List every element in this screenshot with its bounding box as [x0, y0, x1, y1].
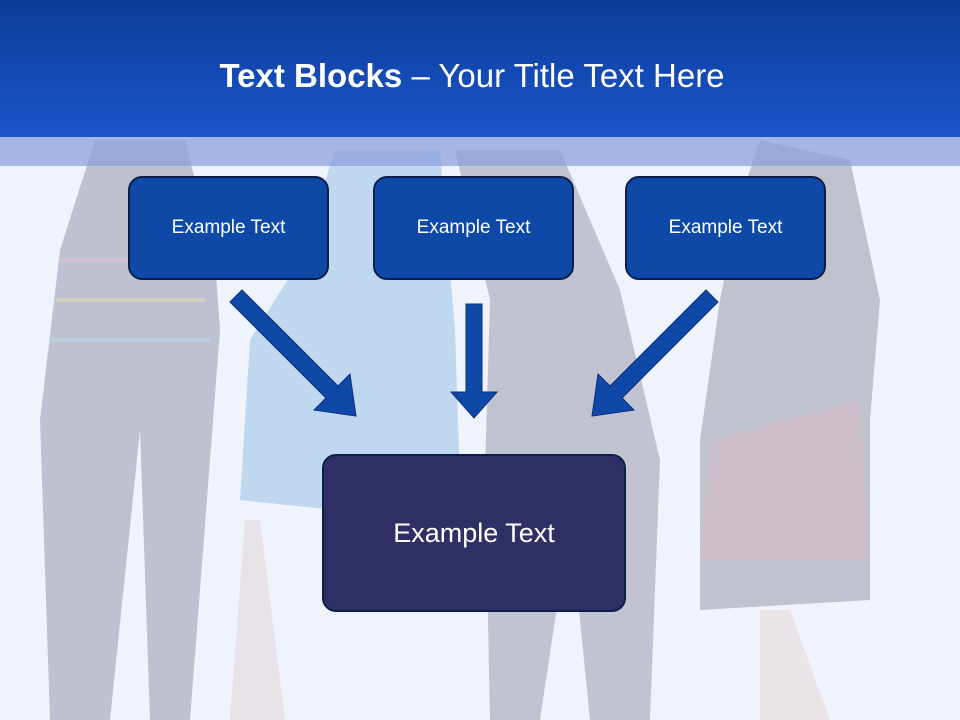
slide-title: Text Blocks – Your Title Text Here [0, 56, 944, 96]
center-text-block[interactable]: Example Text [322, 454, 626, 612]
text-block-3-label: Example Text [668, 217, 783, 238]
title-underband [0, 137, 960, 166]
text-block-1[interactable]: Example Text [128, 176, 329, 280]
title-bar [0, 0, 960, 137]
title-bold: Text Blocks [219, 57, 403, 94]
text-block-3[interactable]: Example Text [625, 176, 826, 280]
text-block-2-label: Example Text [416, 217, 531, 238]
title-dash: – [411, 57, 430, 94]
arrow-center [449, 303, 499, 419]
title-rest: Your Title Text Here [438, 57, 725, 94]
arrow-left [229, 289, 357, 417]
center-text-block-label: Example Text [393, 517, 555, 548]
text-block-2[interactable]: Example Text [373, 176, 574, 280]
arrow-right [591, 289, 719, 417]
text-block-1-label: Example Text [171, 217, 286, 238]
